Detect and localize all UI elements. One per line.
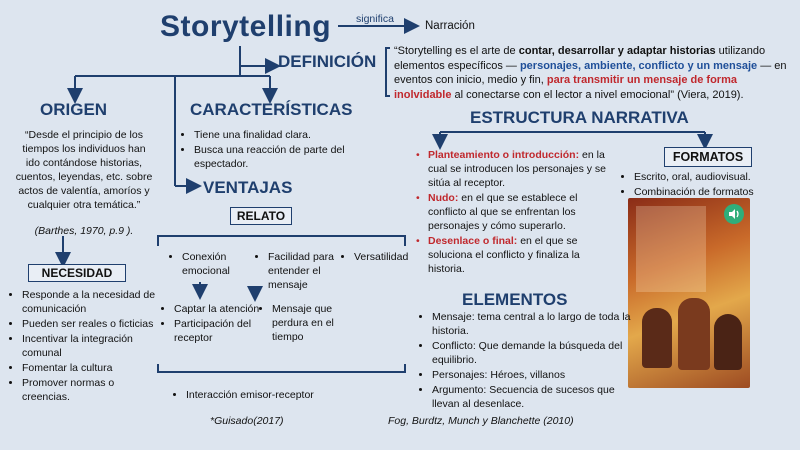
list-item: Tiene una finalidad clara. bbox=[194, 128, 394, 142]
necesidad-list: Responde a la necesidad de comunicación … bbox=[8, 288, 162, 405]
guisado-citation: *Guisado(2017) bbox=[210, 415, 284, 427]
character-figure bbox=[714, 314, 742, 370]
definicion-text-part: — en eventos con inicio, medio y fin, bbox=[394, 59, 787, 87]
significa-label: significa bbox=[356, 13, 394, 25]
ventaja-col1: Conexión emocional bbox=[168, 250, 262, 279]
origen-citation: (Barthes, 1970, p.9 ). bbox=[34, 225, 134, 237]
list-item: •Nudo: en el que se establece el conflic… bbox=[416, 192, 578, 232]
list-item: Escrito, oral, audiovisual. bbox=[634, 170, 800, 184]
definicion-heading: DEFINICIÓN bbox=[278, 52, 377, 71]
list-item: Conexión emocional bbox=[182, 250, 262, 278]
caracteristicas-list: Tiene una finalidad clara. Busca una rea… bbox=[180, 128, 394, 172]
ventajas-heading: VENTAJAS bbox=[203, 178, 293, 197]
list-item: Mensaje: tema central a lo largo de toda… bbox=[432, 310, 632, 338]
definicion-text-part: al conectarse con el lector a nivel emoc… bbox=[451, 88, 744, 101]
ventaja-col1-sub: Captar la atención Participación del rec… bbox=[160, 302, 260, 346]
list-item: Combinación de formatos bbox=[634, 185, 800, 199]
definicion-text-part: “Storytelling es el arte de bbox=[394, 45, 519, 57]
estructura-text: en el que se soluciona el conflicto y fi… bbox=[428, 235, 580, 275]
ventaja-col2-sub: Mensaje que perdura en el tiempo bbox=[258, 302, 352, 345]
elementos-heading: ELEMENTOS bbox=[462, 290, 568, 309]
speaker-icon[interactable] bbox=[724, 204, 744, 224]
list-item: Conflicto: Que demande la búsqueda del e… bbox=[432, 339, 632, 367]
fog-citation: Fog, Burdtz, Munch y Blanchette (2010) bbox=[388, 415, 574, 427]
list-item: Participación del receptor bbox=[174, 317, 260, 345]
estructura-label: Planteamiento o introducción: bbox=[428, 149, 580, 161]
list-item: •Desenlace o final: en el que se solucio… bbox=[416, 235, 580, 275]
estructura-list: •Planteamiento o introducción: en la cua… bbox=[416, 148, 616, 277]
page-title: Storytelling bbox=[160, 10, 332, 43]
definicion-purpose: para transmitir un mensaje de forma inol… bbox=[394, 74, 737, 101]
list-item: Busca una reacción de parte del espectad… bbox=[194, 143, 394, 171]
illustration-text-area bbox=[636, 206, 706, 292]
list-item: Facilidad para entender el mensaje bbox=[268, 250, 352, 292]
list-item: Interacción emisor-receptor bbox=[186, 388, 386, 402]
list-item: Personajes: Héroes, villanos bbox=[432, 368, 632, 382]
caracteristicas-heading: CARACTERÍSTICAS bbox=[190, 100, 353, 119]
estructura-text: en la cual se introducen los personajes … bbox=[428, 149, 607, 189]
formatos-label: FORMATOS bbox=[664, 147, 752, 167]
list-item: Fomentar la cultura bbox=[22, 361, 162, 375]
estructura-heading: ESTRUCTURA NARRATIVA bbox=[470, 108, 689, 127]
list-item: Incentivar la integración comunal bbox=[22, 332, 162, 360]
ventaja-col3: Versatilidad bbox=[340, 250, 426, 265]
list-item: •Planteamiento o introducción: en la cua… bbox=[416, 149, 607, 189]
character-figure bbox=[642, 308, 672, 368]
list-item: Pueden ser reales o ficticias bbox=[22, 317, 162, 331]
elementos-list: Mensaje: tema central a lo largo de toda… bbox=[418, 310, 632, 412]
ventaja-col2: Facilidad para entender el mensaje bbox=[254, 250, 352, 293]
estructura-label: Desenlace o final: bbox=[428, 235, 518, 247]
character-figure bbox=[678, 298, 710, 370]
story-illustration bbox=[628, 198, 750, 388]
list-item: Versatilidad bbox=[354, 250, 426, 264]
origen-quote: “Desde el principio de los tiempos los i… bbox=[15, 129, 153, 211]
origen-heading: ORIGEN bbox=[40, 100, 108, 119]
narracion-label: Narración bbox=[425, 20, 475, 32]
definicion-bold: contar, desarrollar y adaptar historias bbox=[518, 45, 716, 57]
definicion-text-part: utilizando elementos específicos — bbox=[394, 45, 766, 72]
relato-label: RELATO bbox=[230, 207, 292, 225]
estructura-label: Nudo: bbox=[428, 192, 459, 204]
ventaja-bottom: Interacción emisor-receptor bbox=[172, 388, 386, 403]
list-item: Promover normas o creencias. bbox=[22, 376, 162, 404]
list-item: Captar la atención bbox=[174, 302, 260, 316]
formatos-list: Escrito, oral, audiovisual. Combinación … bbox=[620, 170, 800, 200]
list-item: Argumento: Secuencia de sucesos que llev… bbox=[432, 383, 632, 411]
necesidad-label: NECESIDAD bbox=[28, 264, 126, 282]
estructura-text: en el que se establece el conflicto al q… bbox=[428, 192, 578, 232]
speaker-icon-svg bbox=[729, 209, 739, 219]
definicion-elements: personajes, ambiente, conflicto y un men… bbox=[519, 59, 758, 72]
list-item: Mensaje que perdura en el tiempo bbox=[272, 302, 352, 344]
definicion-text: “Storytelling es el arte de contar, desa… bbox=[394, 44, 796, 102]
list-item: Responde a la necesidad de comunicación bbox=[22, 288, 162, 316]
